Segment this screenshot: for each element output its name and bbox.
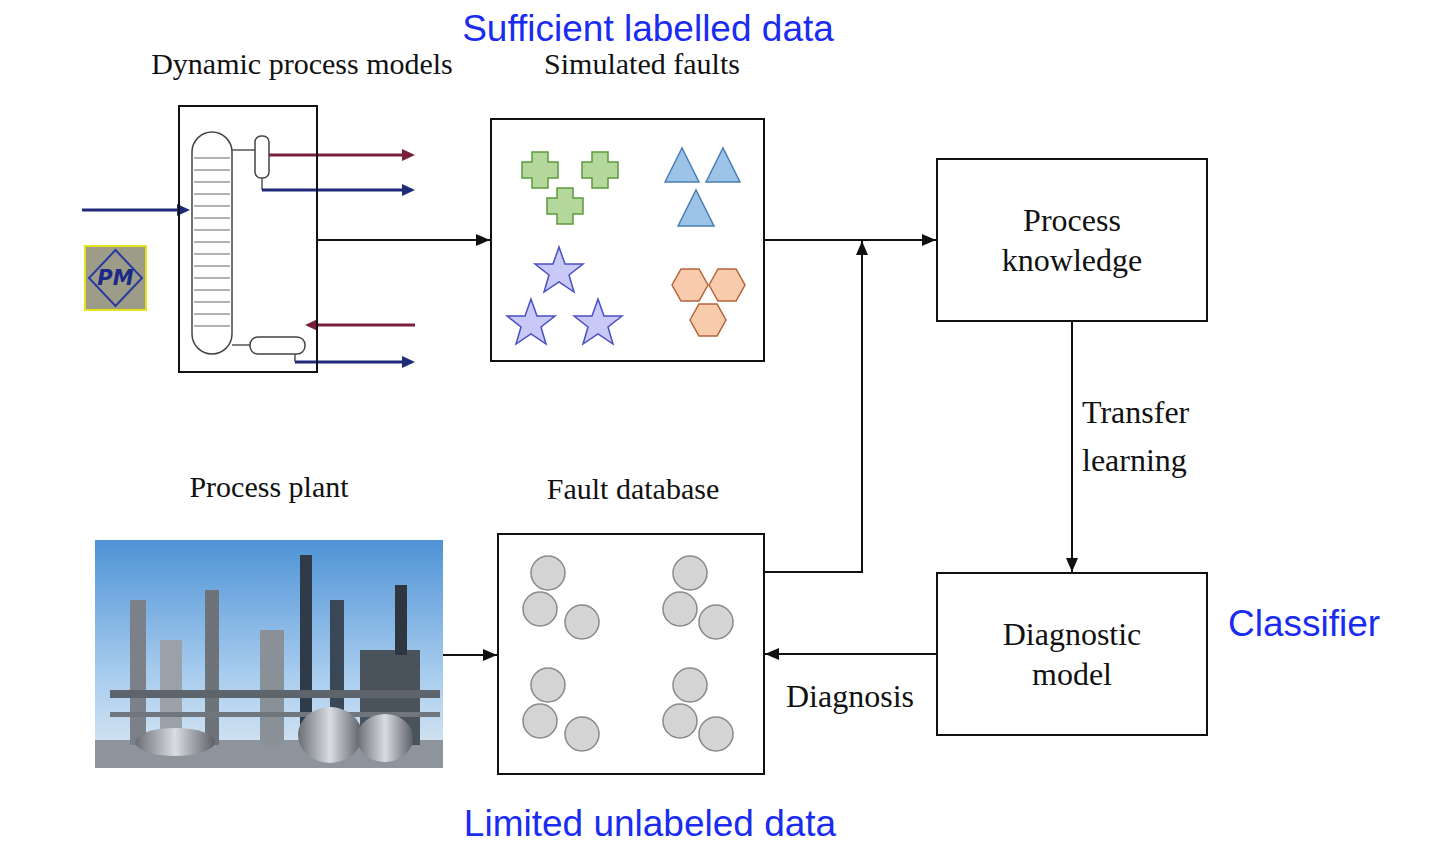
edge-label: Transfer learning (1082, 388, 1232, 484)
node-text-group: Process knowledge (938, 200, 1206, 280)
flow-arrow (765, 234, 936, 246)
edge-label: Diagnosis (786, 678, 914, 715)
icon-text: PM (97, 266, 133, 290)
node-text: Diagnostic model (960, 614, 1184, 694)
flow-arrow (318, 234, 490, 246)
node-box: PM (84, 245, 147, 311)
node-heading: Simulated faults (544, 47, 740, 81)
flow-arrow (443, 649, 497, 661)
node-box: Dynamic process models (178, 105, 318, 373)
node-box: Fault database (497, 533, 765, 775)
fault-records (523, 556, 733, 751)
annotation-label: Classifier (1228, 603, 1380, 645)
node-text-group: Diagnostic model (938, 614, 1206, 694)
node-heading: Fault database (547, 472, 719, 506)
node-heading: Dynamic process models (151, 47, 453, 81)
flow-arrow (1066, 322, 1078, 572)
node-text: Process knowledge (960, 200, 1184, 280)
node-box: Process knowledge (936, 158, 1208, 322)
simulated-fault-shapes (507, 148, 745, 344)
annotation-label: Sufficient labelled data (462, 8, 834, 50)
node-heading: Process plant (189, 470, 348, 504)
plant-photo (95, 540, 443, 768)
node-box: Simulated faults (490, 118, 765, 362)
flow-arrow (765, 241, 868, 572)
node-box: Diagnostic model (936, 572, 1208, 736)
node-box: Process plant (95, 540, 443, 768)
annotation-label: Limited unlabeled data (464, 803, 836, 845)
column-illustration (82, 132, 415, 368)
flow-arrow (765, 648, 936, 660)
